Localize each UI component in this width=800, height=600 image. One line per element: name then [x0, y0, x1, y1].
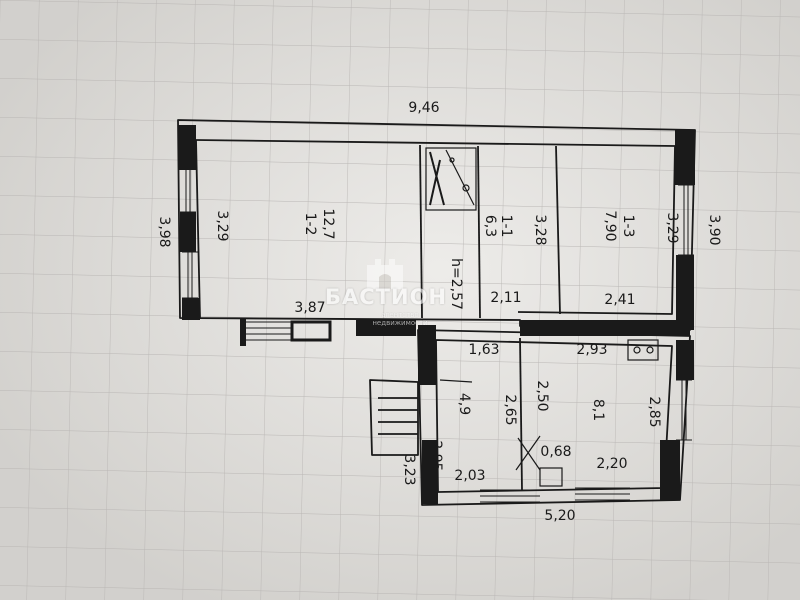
partition-1-2: [419, 144, 423, 319]
annex-left-top: 1,63: [468, 342, 499, 358]
room-1-2-id: 1-2: [302, 213, 318, 236]
sink-fixture: [627, 339, 659, 361]
window-annex-bottom-2: [575, 487, 630, 501]
room-1-1-id: 1-1: [498, 215, 514, 238]
dim-left-height: 3,98: [156, 216, 172, 247]
dim-overall-width: 9,46: [408, 100, 439, 116]
annex-right-side: 2,50: [534, 380, 550, 411]
annex-right-bottom: 2,20: [596, 456, 627, 472]
fixtures: [425, 147, 659, 487]
window-left-top: [180, 167, 196, 213]
tower-icon: [367, 259, 403, 289]
room-1-2-bottom: 3,87: [294, 300, 325, 316]
dim-right-height: 3,90: [706, 214, 722, 245]
window-right: [678, 184, 694, 256]
porch-steps: [378, 397, 418, 435]
window-left-bottom: [182, 251, 198, 299]
labels: 9,46 3,98 3,90 5,20 3,23 3,29 1-2 12,7 3…: [156, 100, 722, 524]
window-annex-right: [676, 379, 692, 441]
inner-wall-line: [195, 139, 676, 315]
room-1-3-side: 3,29: [664, 212, 680, 243]
room-1-3-area: 7,90: [602, 210, 618, 241]
watermark-sub: агентство недвижимости: [372, 311, 428, 327]
partition-1-1: [477, 145, 481, 319]
annex-right-right: 2,85: [646, 396, 662, 427]
watermark-brand: БАСТИОН: [325, 285, 447, 309]
annex-left-side: 2,65: [502, 394, 518, 425]
dim-annex-left: 3,23: [401, 454, 417, 485]
room-1-1-area: 6,3: [482, 215, 498, 237]
room-1-2-area: 12,7: [320, 208, 336, 239]
annex-left-area: 4,9: [456, 393, 472, 415]
room-1-1-ceiling: h=2,57: [448, 258, 464, 310]
annex-left-bottom: 2,03: [454, 468, 485, 484]
annex-right-small: 0,68: [540, 444, 571, 460]
annex-left-left: 2,95: [428, 440, 444, 471]
dim-annex-width: 5,20: [544, 508, 575, 524]
room-1-1-bottom: 2,11: [490, 290, 521, 306]
wall-fills: [178, 125, 695, 504]
porch: [369, 379, 419, 456]
room-1-1-side: 3,28: [532, 214, 548, 245]
room-1-3-bottom: 2,41: [604, 292, 635, 308]
room-1-2-side: 3,29: [214, 210, 230, 241]
chimney: [515, 435, 541, 471]
stove: [425, 147, 477, 211]
window-bottom-1: [246, 321, 292, 341]
window-annex-bottom-1: [480, 489, 540, 503]
windows: [180, 167, 694, 503]
annex-right-top: 2,93: [576, 342, 607, 358]
room-1-3-id: 1-3: [620, 215, 636, 238]
watermark-logo: БАСТИОН агентство недвижимости: [325, 255, 447, 335]
annex-partition: [519, 337, 523, 491]
annex-right-area: 8,1: [590, 399, 606, 421]
partition-1-3: [555, 145, 561, 315]
